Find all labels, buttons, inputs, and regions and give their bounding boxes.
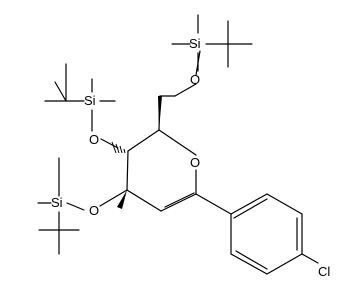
bond <box>160 193 197 212</box>
atom-o-ring: O <box>190 155 200 170</box>
hash-bond <box>111 141 126 154</box>
bond <box>54 81 67 102</box>
bond <box>230 253 268 275</box>
atom-cl: Cl <box>318 264 330 279</box>
bond <box>266 193 303 215</box>
bond <box>266 253 303 275</box>
bond <box>301 253 319 264</box>
atom-o-c4: O <box>89 132 99 147</box>
bond <box>164 192 195 208</box>
bond <box>127 129 160 152</box>
bond <box>195 193 232 215</box>
wedge-bond <box>158 96 162 130</box>
bond <box>126 150 129 191</box>
bond <box>230 193 268 215</box>
atom-o-top: O <box>190 72 200 87</box>
bond <box>100 138 119 149</box>
bond <box>66 202 85 211</box>
atom-o-c3: O <box>89 203 99 218</box>
bond <box>99 189 128 207</box>
wedge-bond <box>117 190 127 209</box>
atom-labels: Si O Si O Si O O Cl <box>51 36 330 279</box>
atom-si-left: Si <box>84 93 96 108</box>
atom-si-top: Si <box>189 36 201 51</box>
bond <box>126 189 162 212</box>
bond <box>158 129 197 156</box>
bond <box>174 83 197 97</box>
atom-si-bottom: Si <box>51 195 63 210</box>
bond <box>233 198 268 219</box>
bond <box>195 50 201 76</box>
bond-layer <box>37 14 319 275</box>
bond <box>235 250 268 270</box>
